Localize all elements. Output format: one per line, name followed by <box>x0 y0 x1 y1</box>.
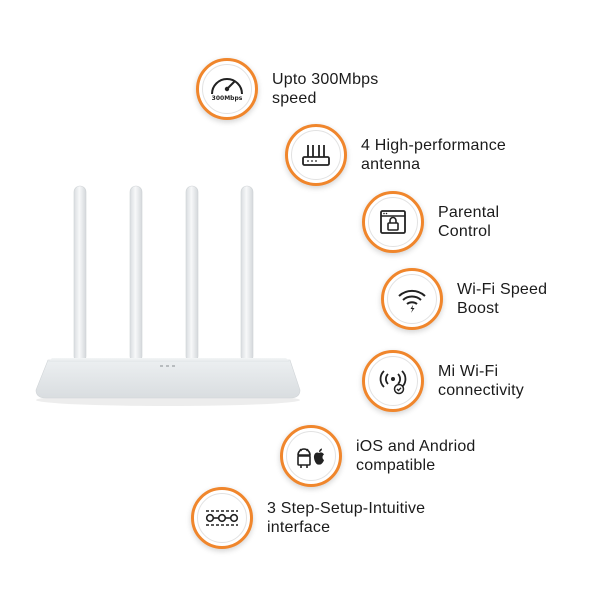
speedometer-icon: 300Mbps <box>211 78 243 102</box>
feature-label: Mi Wi-Fi connectivity <box>438 363 524 399</box>
feature-label: Parental Control <box>438 204 500 240</box>
feature-antenna: 4 High-performance antenna <box>285 124 600 186</box>
setup-steps-icon <box>205 510 239 526</box>
feature-badge <box>362 191 424 253</box>
wireless-signal-icon <box>379 370 407 395</box>
antenna <box>73 185 87 363</box>
feature-badge <box>280 425 342 487</box>
feature-mi-wifi: Mi Wi-Fi connectivity <box>362 350 600 412</box>
feature-speed: 300Mbps Upto 300Mbps speed <box>196 58 512 120</box>
feature-badge <box>362 350 424 412</box>
feature-badge <box>285 124 347 186</box>
antenna <box>240 185 254 363</box>
feature-label: 4 High-performance antenna <box>361 137 506 173</box>
feature-wifi-boost: Wi-Fi Speed Boost <box>381 268 600 330</box>
router-antenna-icon <box>302 145 330 166</box>
status-lights <box>160 365 175 367</box>
feature-label: Wi-Fi Speed Boost <box>457 281 548 317</box>
parental-lock-icon <box>380 210 406 234</box>
feature-badge <box>191 487 253 549</box>
svg-text:300Mbps: 300Mbps <box>212 95 243 102</box>
feature-badge: 300Mbps <box>196 58 258 120</box>
wifi-boost-icon <box>398 289 426 313</box>
feature-label: Upto 300Mbps speed <box>272 71 379 107</box>
antenna <box>185 185 199 363</box>
feature-parental-control: Parental Control <box>362 191 600 253</box>
feature-label: iOS and Andriod compatible <box>356 438 476 474</box>
feature-setup: 3 Step-Setup-Intuitive interface <box>191 487 507 549</box>
antenna <box>129 185 143 363</box>
android-apple-icon <box>297 448 324 468</box>
router-body <box>35 358 301 406</box>
feature-badge <box>381 268 443 330</box>
feature-os-compat: iOS and Andriod compatible <box>280 425 596 487</box>
feature-label: 3 Step-Setup-Intuitive interface <box>267 500 426 536</box>
